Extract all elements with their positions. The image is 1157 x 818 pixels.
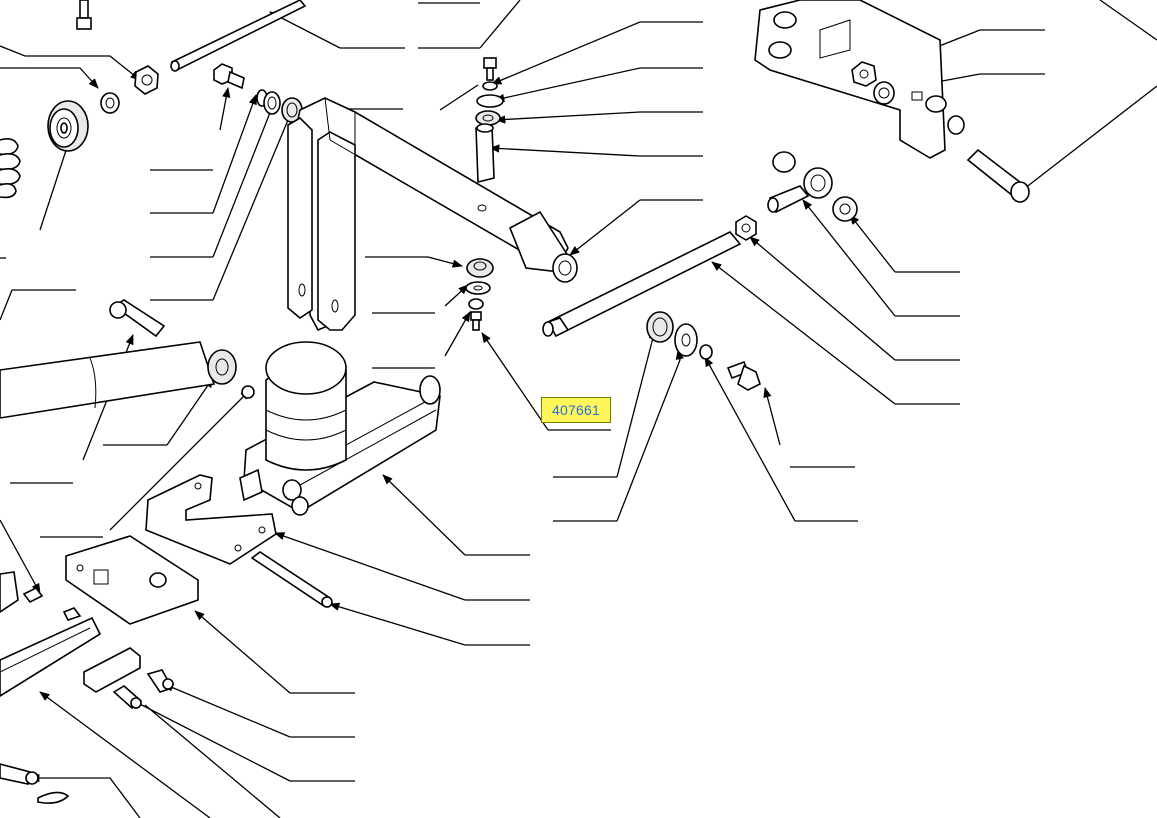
part-number-label: 407661	[552, 402, 600, 418]
bolt-top-left	[76, 0, 92, 30]
screw-far-left	[22, 586, 44, 604]
actuator	[239, 341, 441, 516]
sleeve-pin	[475, 123, 495, 184]
nut-rl	[699, 344, 713, 360]
nut-lower	[468, 298, 484, 310]
washer-r1	[772, 151, 796, 173]
rail-far-left	[0, 571, 19, 613]
rod-end-right	[767, 167, 833, 214]
bearing-left	[47, 100, 89, 152]
washer-tr	[873, 81, 895, 105]
part-number-callout[interactable]: 407661	[541, 397, 611, 423]
rod-lower	[250, 551, 333, 608]
rail-lower-left	[0, 616, 102, 697]
pin-bottom	[0, 763, 39, 785]
clamp-block	[83, 647, 141, 693]
clevis-bracket	[754, 0, 965, 159]
spring-left	[0, 138, 21, 199]
tube-left	[0, 341, 237, 419]
washer-lower	[465, 281, 491, 295]
nut-tr	[851, 61, 877, 87]
pin-tr	[966, 148, 1030, 203]
pin-left-mid	[109, 299, 166, 338]
bolt-small-top	[483, 57, 497, 81]
washer-left	[100, 92, 120, 114]
washer-frame-2	[263, 91, 281, 115]
ring-small	[241, 385, 255, 399]
bushing-rl	[646, 311, 674, 343]
actuator-bracket	[145, 474, 277, 565]
washer-stack	[475, 81, 504, 126]
mount-block	[65, 535, 199, 625]
screw-b2	[112, 685, 142, 710]
nut-r	[735, 215, 757, 241]
long-rod-top	[170, 0, 307, 72]
bushing-lower	[466, 258, 494, 278]
washer-r2	[832, 196, 858, 222]
shaft-right	[542, 231, 742, 338]
washer-rl	[674, 323, 698, 357]
nut-left	[134, 65, 159, 95]
bolt-frame	[213, 63, 245, 90]
main-frame	[287, 97, 578, 332]
bolt-rl	[726, 360, 761, 391]
screw-lower	[62, 607, 82, 621]
screw-407661	[470, 311, 482, 331]
clip-bottom	[37, 791, 70, 804]
screw-b1	[146, 669, 174, 693]
